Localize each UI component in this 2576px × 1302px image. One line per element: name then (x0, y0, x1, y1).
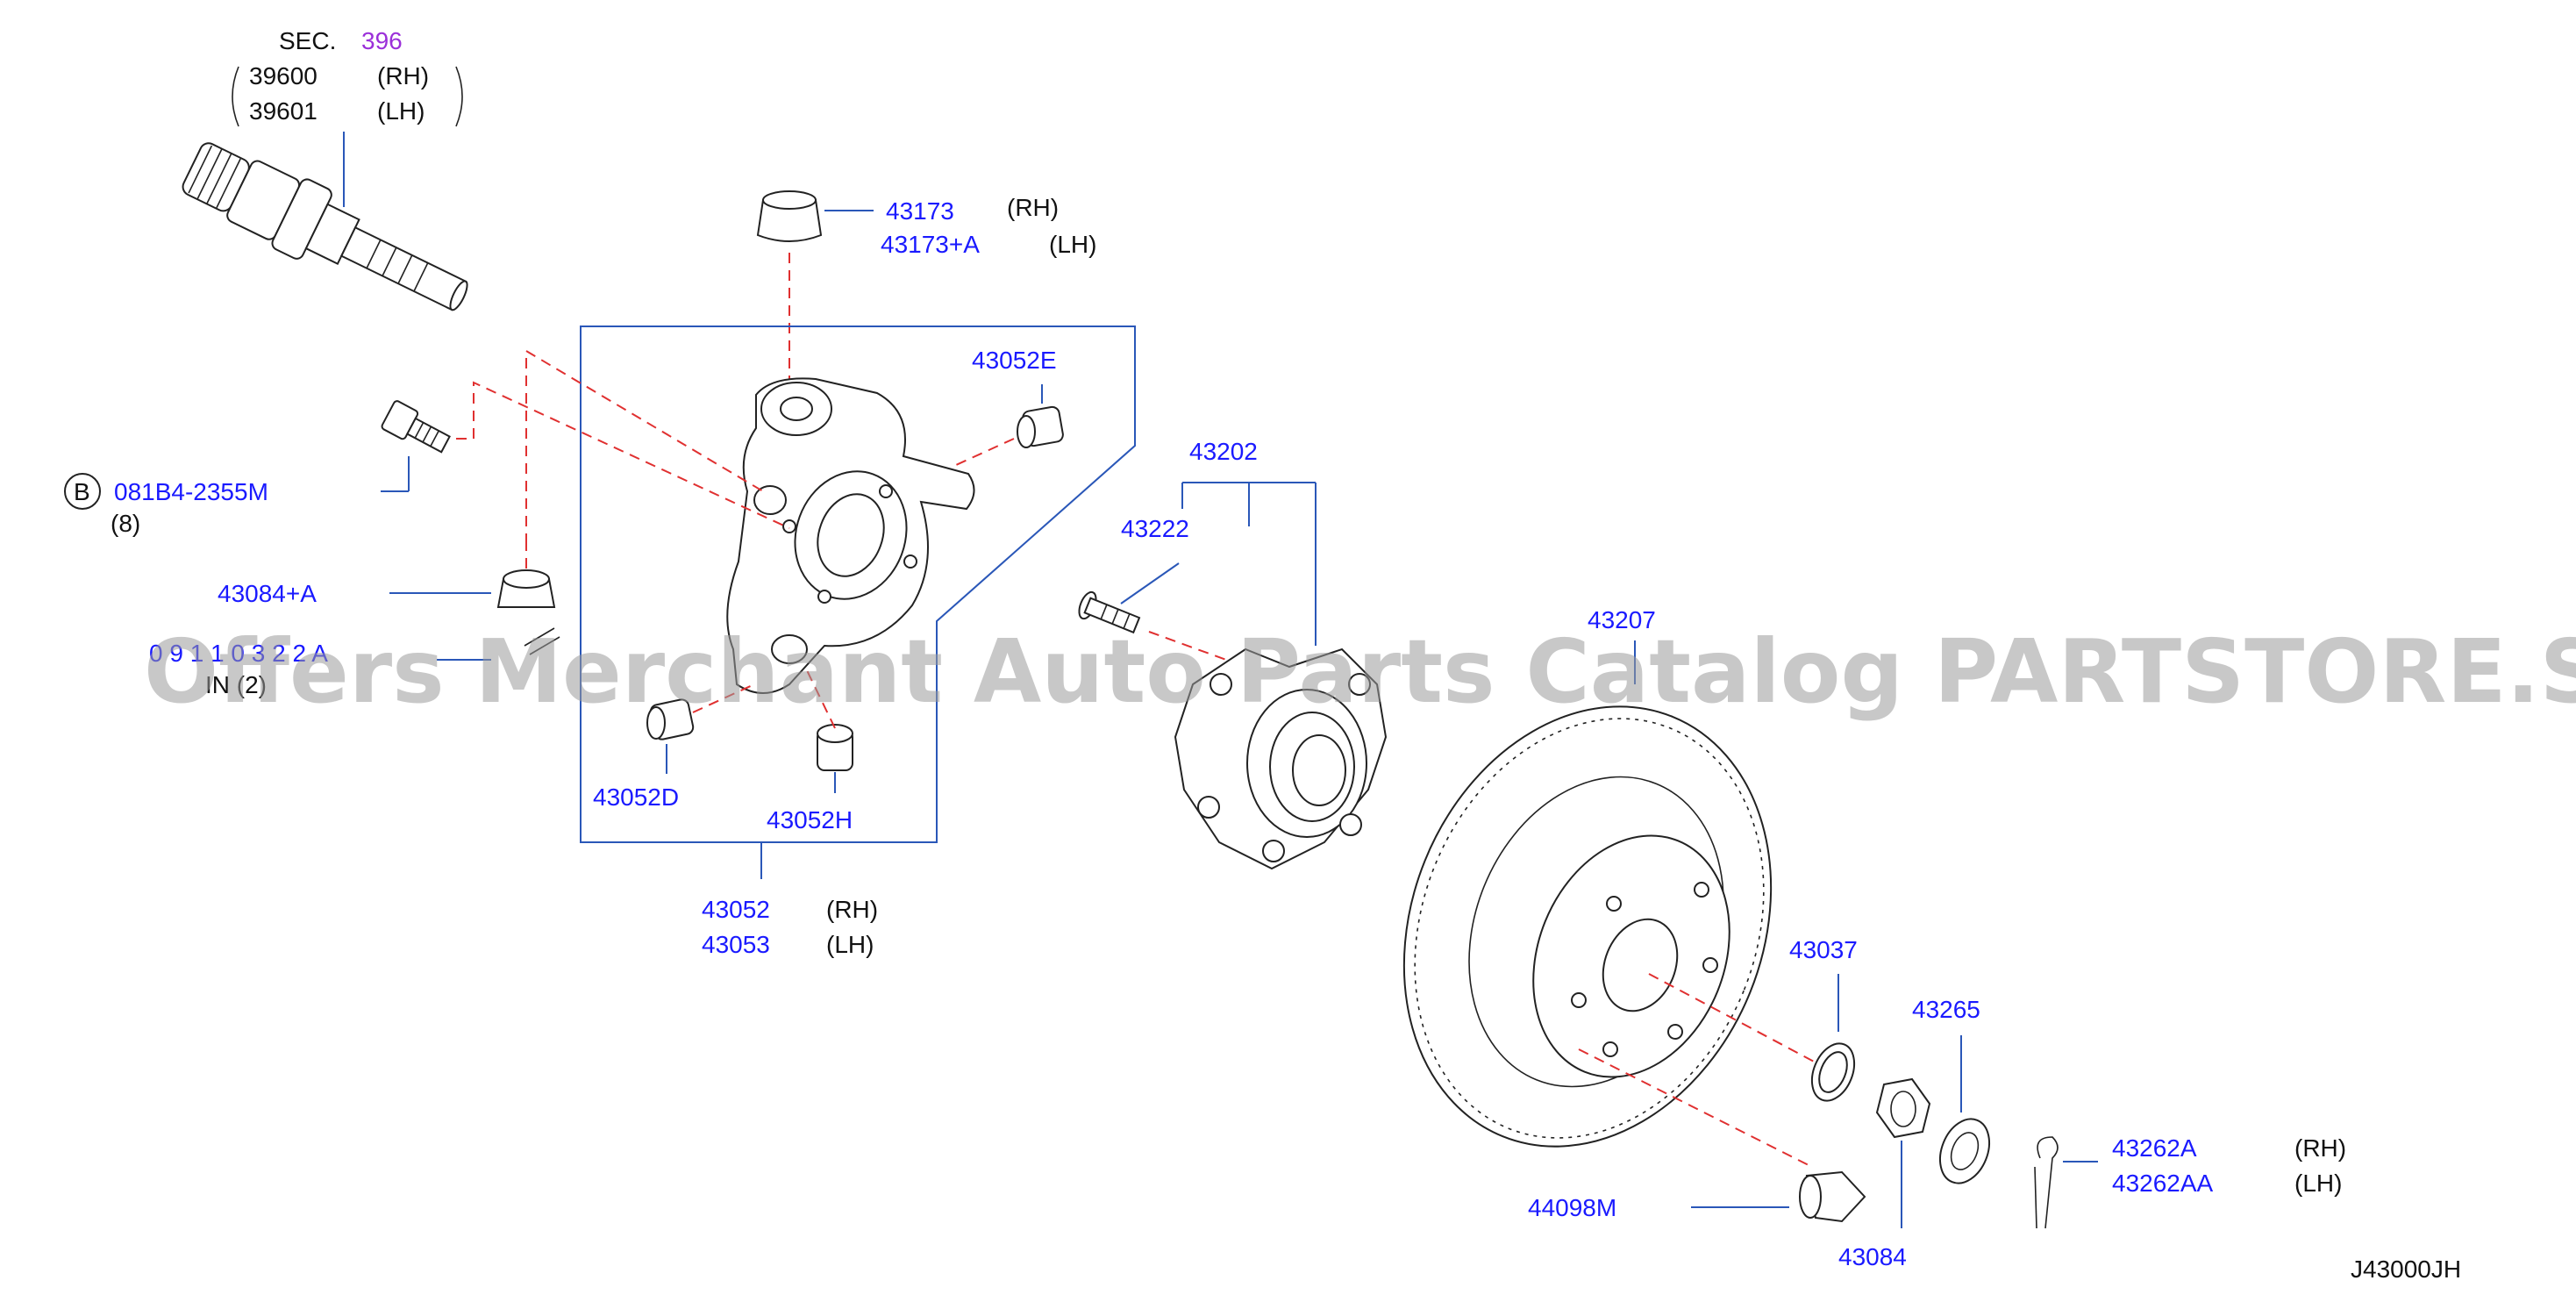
hub-assembly-label[interactable]: 43202 (1189, 438, 1258, 465)
rotor-drawing (1402, 705, 1773, 1148)
circle-b-marker (64, 473, 101, 510)
rotor-guide-2 (1578, 1048, 1813, 1168)
knuckle-rh-part[interactable]: 43052 (702, 896, 770, 923)
washer-label[interactable]: 43037 (1789, 936, 1858, 963)
knuckle-bolt-guide-1 (456, 381, 790, 529)
upper-bushing-lh-side: (LH) (1049, 231, 1096, 258)
bushing-d-drawing (646, 698, 695, 740)
bushing-e-drawing (1017, 405, 1064, 448)
bushing-h-guide (804, 666, 836, 729)
section-link[interactable]: 396 (361, 27, 403, 54)
knuckle-bolt-guide-2 (525, 349, 764, 544)
partial-bolt-shank-2 (529, 636, 560, 655)
driveshaft-lh-side: (LH) (377, 97, 425, 125)
rotor-label[interactable]: 43207 (1588, 606, 1656, 633)
upper-bushing-rh-side: (RH) (1007, 194, 1059, 221)
knuckle-bolt-qty: (8) (111, 510, 140, 537)
partial-bolt-label: 0 9 1 1 0 3 2 2 A (149, 640, 328, 667)
upper-bushing-lh-part[interactable]: 43173+A (881, 231, 980, 258)
bushing-h-drawing (817, 724, 853, 771)
washer-inner (1818, 1051, 1848, 1093)
plug-drawing (1799, 1170, 1866, 1223)
driveshaft-drawing (182, 142, 468, 311)
plug-label[interactable]: 44098M (1528, 1194, 1616, 1221)
rotor-guide-1 (1648, 973, 1818, 1064)
bushing-d-label[interactable]: 43052D (593, 783, 679, 811)
circle-b-letter: B (74, 478, 90, 505)
bracket-left (232, 66, 239, 127)
cotter-pin-rh-side: (RH) (2294, 1134, 2346, 1162)
cap-label[interactable]: 43265 (1912, 996, 1980, 1023)
driveshaft-lh-part: 39601 (249, 97, 318, 125)
hub-bolt-drawing (1078, 590, 1141, 634)
flange-nut-label[interactable]: 43084+A (218, 580, 317, 607)
bushing-e-label[interactable]: 43052E (972, 347, 1057, 374)
upper-bushing-drawing (756, 190, 823, 242)
partial-bolt-shank-1 (524, 627, 555, 647)
hub-bolt-callout (1120, 562, 1180, 604)
cotter-pin-drawing (2034, 1136, 2059, 1229)
section-prefix: SEC. (279, 27, 336, 54)
watermark-text: Offers Merchant Auto Parts Catalog PARTS… (144, 620, 2576, 723)
bushing-e-guide (955, 438, 1015, 466)
hub-nut-label[interactable]: 43084 (1838, 1243, 1907, 1270)
knuckle-drawing (726, 377, 975, 694)
bushing-d-guide (692, 683, 755, 713)
bracket-right (455, 66, 463, 127)
flange-nut-drawing (496, 569, 556, 608)
hub-bolt-label[interactable]: 43222 (1121, 515, 1189, 542)
hub-nut-drawing (1875, 1077, 1931, 1139)
knuckle-lh-part[interactable]: 43053 (702, 931, 770, 958)
hub-drawing (1174, 647, 1388, 870)
knuckle-group-box (580, 326, 1136, 843)
upper-bushing-rh-part[interactable]: 43173 (886, 197, 954, 225)
driveshaft-rh-part: 39600 (249, 62, 318, 89)
knuckle-rh-side: (RH) (826, 896, 878, 923)
partial-bolt-qty: IN (2) (205, 671, 267, 698)
diagram-code: J43000JH (2351, 1256, 2461, 1283)
cotter-pin-lh-side: (LH) (2294, 1170, 2342, 1197)
knuckle-bolt-label[interactable]: 081B4-2355M (114, 478, 268, 505)
driveshaft-rh-side: (RH) (377, 62, 429, 89)
bushing-h-label[interactable]: 43052H (767, 806, 853, 833)
cap-drawing (1939, 1118, 1990, 1184)
cotter-pin-rh-part[interactable]: 43262A (2112, 1134, 2197, 1162)
knuckle-bolt-drawing (381, 400, 451, 454)
knuckle-lh-side: (LH) (826, 931, 874, 958)
cotter-pin-lh-part[interactable]: 43262AA (2112, 1170, 2214, 1197)
